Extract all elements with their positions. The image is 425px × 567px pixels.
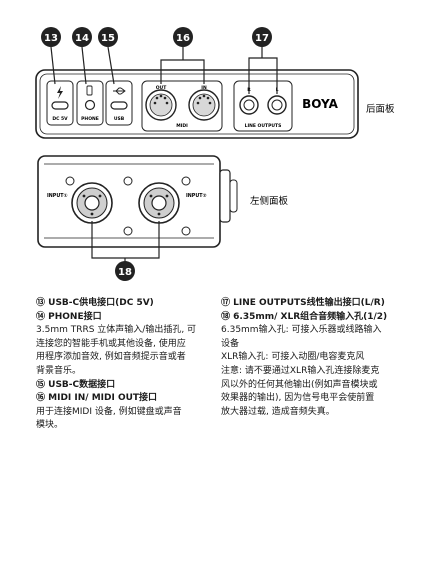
brand-logo: BOYA xyxy=(302,97,338,111)
description-heading: ⑭ PHONE接口 xyxy=(36,311,102,322)
description-heading: ⑯ MIDI IN/ MIDI OUT接口 xyxy=(36,393,158,404)
usb-icon xyxy=(113,87,126,95)
rear-callout-lines xyxy=(50,46,278,94)
description-line: 连接您的智能手机或其他设备, 使用应 xyxy=(36,338,186,349)
description-line: 注意: 请不要通过XLR输入孔连接除麦克 xyxy=(221,365,380,376)
port-label-usb: USB xyxy=(114,116,125,122)
callout-14: 14 xyxy=(72,27,92,47)
description-line: 效果器的输出), 因为信号电平会使前置 xyxy=(221,393,375,404)
description-line: 风以外的任何其他输出(例如声音模块或 xyxy=(221,379,378,390)
phone-icon xyxy=(86,85,93,96)
midi-ports: OUT IN MIDI xyxy=(141,80,223,132)
svg-text:18: 18 xyxy=(118,267,132,278)
description-line: 模块。 xyxy=(36,420,64,431)
description-line: 用于连接MIDI 设备, 例如键盘或声音 xyxy=(36,406,182,417)
description-heading: ⑱ 6.35mm/ XLR组合音频输入孔(1/2) xyxy=(221,311,388,322)
combo-input-1 xyxy=(71,182,113,224)
dc-5v-port: DC 5V xyxy=(46,80,74,126)
lightning-icon xyxy=(57,86,63,99)
callout-13: 13 xyxy=(41,27,61,47)
line-outputs: R L LINE OUTPUTS xyxy=(233,80,293,132)
description-heading: ⑰ LINE OUTPUTS线性输出接口(L/R) xyxy=(221,298,385,308)
svg-text:16: 16 xyxy=(176,33,190,44)
svg-text:17: 17 xyxy=(255,33,269,44)
side-panel-device: INPUT① INPUT② xyxy=(37,155,238,248)
port-label-dc: DC 5V xyxy=(52,116,68,122)
midi-out-label: OUT xyxy=(156,85,167,91)
callout-18: 18 xyxy=(115,261,135,281)
description-line: 6.35mm输入孔: 可接入乐器或线路输入 xyxy=(221,325,382,336)
svg-text:14: 14 xyxy=(75,33,89,44)
description-left: ⑬ USB-C供电接口(DC 5V) ⑭ PHONE接口 3.5mm TRRS 立体… xyxy=(36,297,196,433)
description-right: ⑰ LINE OUTPUTS线性输出接口(L/R) ⑱ 6.35mm/ XLR组合… xyxy=(221,297,387,419)
side-knob xyxy=(219,169,231,223)
svg-text:13: 13 xyxy=(44,33,58,44)
line-outputs-label: LINE OUTPUTS xyxy=(245,123,282,129)
port-label-phone: PHONE xyxy=(81,116,99,122)
description-heading: ⑮ USB-C数据接口 xyxy=(36,379,116,390)
input1-label: INPUT① xyxy=(47,193,68,199)
screw-icon xyxy=(65,176,75,186)
input2-label: INPUT② xyxy=(186,193,207,199)
midi-label: MIDI xyxy=(176,123,188,129)
description-line: 设备 xyxy=(221,338,240,349)
side-panel-caption: 左侧面板 xyxy=(250,195,289,207)
description-line: 3.5mm TRRS 立体声输入/输出插孔, 可 xyxy=(36,325,197,336)
description-heading: ⑬ USB-C供电接口(DC 5V) xyxy=(36,298,154,308)
description-line: 用程序添加音效, 例如音频提示音或者 xyxy=(36,352,186,363)
svg-text:15: 15 xyxy=(101,33,115,44)
phone-port: PHONE xyxy=(76,80,104,126)
rear-panel-caption: 后面板 xyxy=(366,103,395,115)
rear-panel-device: DC 5V PHONE USB xyxy=(35,69,359,139)
description-line: 背景音乐。 xyxy=(36,365,82,376)
callout-15: 15 xyxy=(98,27,118,47)
midi-in-label: IN xyxy=(201,85,207,91)
combo-input-2 xyxy=(138,182,180,224)
description-line: XLR输入孔: 可接入动圈/电容麦克风 xyxy=(221,352,365,363)
callout-17: 17 xyxy=(252,27,272,47)
callout-16: 16 xyxy=(173,27,193,47)
description-line: 放大器过载, 造成音频失真。 xyxy=(221,406,335,417)
usb-port: USB xyxy=(105,80,133,126)
